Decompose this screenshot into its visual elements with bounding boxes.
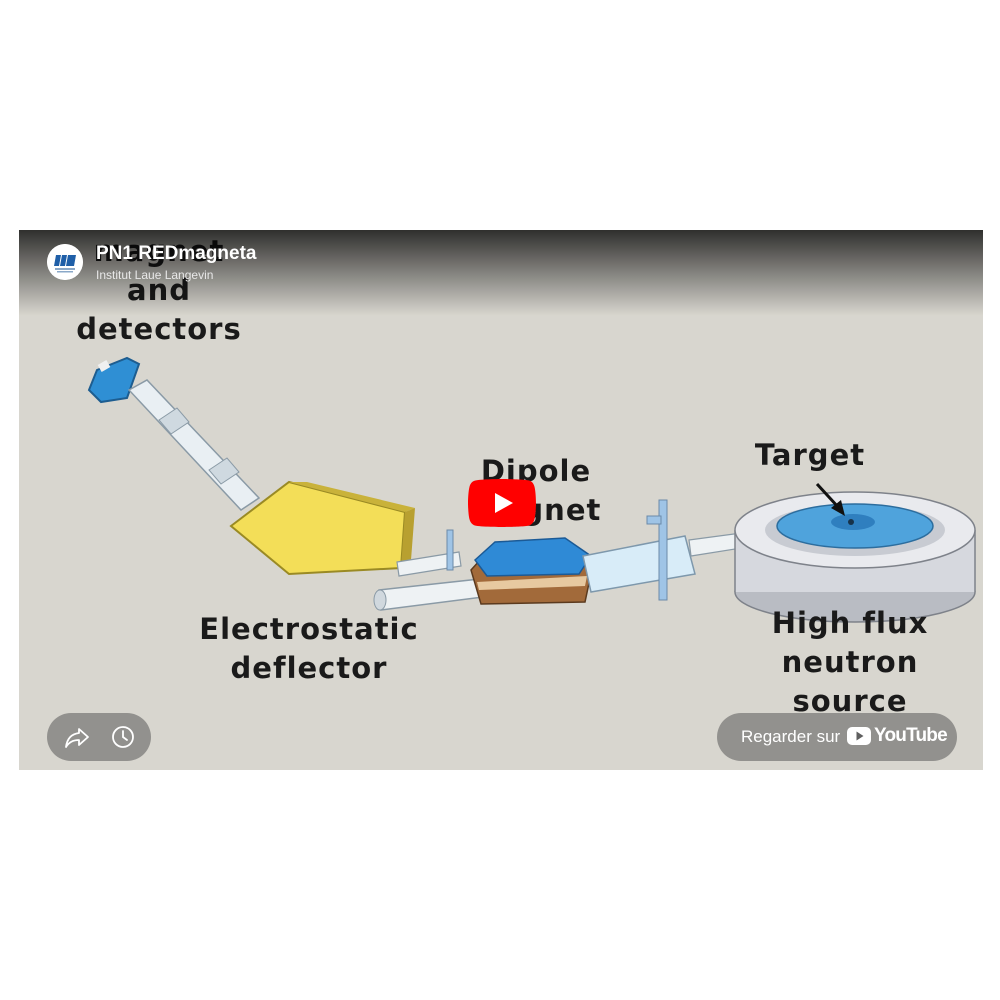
neutron-source-shape: [734, 491, 976, 623]
channel-avatar[interactable]: [47, 244, 83, 280]
youtube-wordmark: YouTube: [874, 725, 948, 746]
detector-head: [87, 356, 141, 404]
video-player[interactable]: magnet and detectors Dipole magnet Targe…: [19, 230, 983, 770]
share-button[interactable]: [61, 721, 93, 753]
watch-later-button[interactable]: [107, 721, 139, 753]
dipole-magnet-shape: [470, 537, 594, 605]
share-icon: [65, 728, 89, 748]
label-target: Target: [754, 438, 866, 472]
video-title[interactable]: PN1 REDmagneta: [96, 243, 257, 264]
play-button[interactable]: [468, 479, 536, 527]
video-frame: [19, 230, 983, 770]
ill-logo: [47, 244, 83, 280]
target-arrow: [815, 482, 845, 516]
electrostatic-deflector-shape: [229, 480, 415, 576]
label-high-flux-neutron-source: High flux neutron source: [771, 606, 929, 718]
play-icon: [468, 479, 536, 527]
watch-on-youtube-button[interactable]: Regarder sur YouTube: [717, 713, 957, 761]
beam-tube-lower: [373, 529, 492, 611]
clock-icon: [112, 726, 134, 748]
title-overlay: [19, 230, 983, 316]
label-electrostatic-deflector: Electrostatic deflector: [199, 612, 419, 685]
action-pill: [47, 713, 151, 761]
youtube-logo-icon: [847, 727, 871, 745]
watch-on-label: Regarder sur: [741, 727, 841, 746]
beam-tube-upper: [127, 379, 261, 511]
channel-name[interactable]: Institut Laue Langevin: [96, 268, 214, 282]
